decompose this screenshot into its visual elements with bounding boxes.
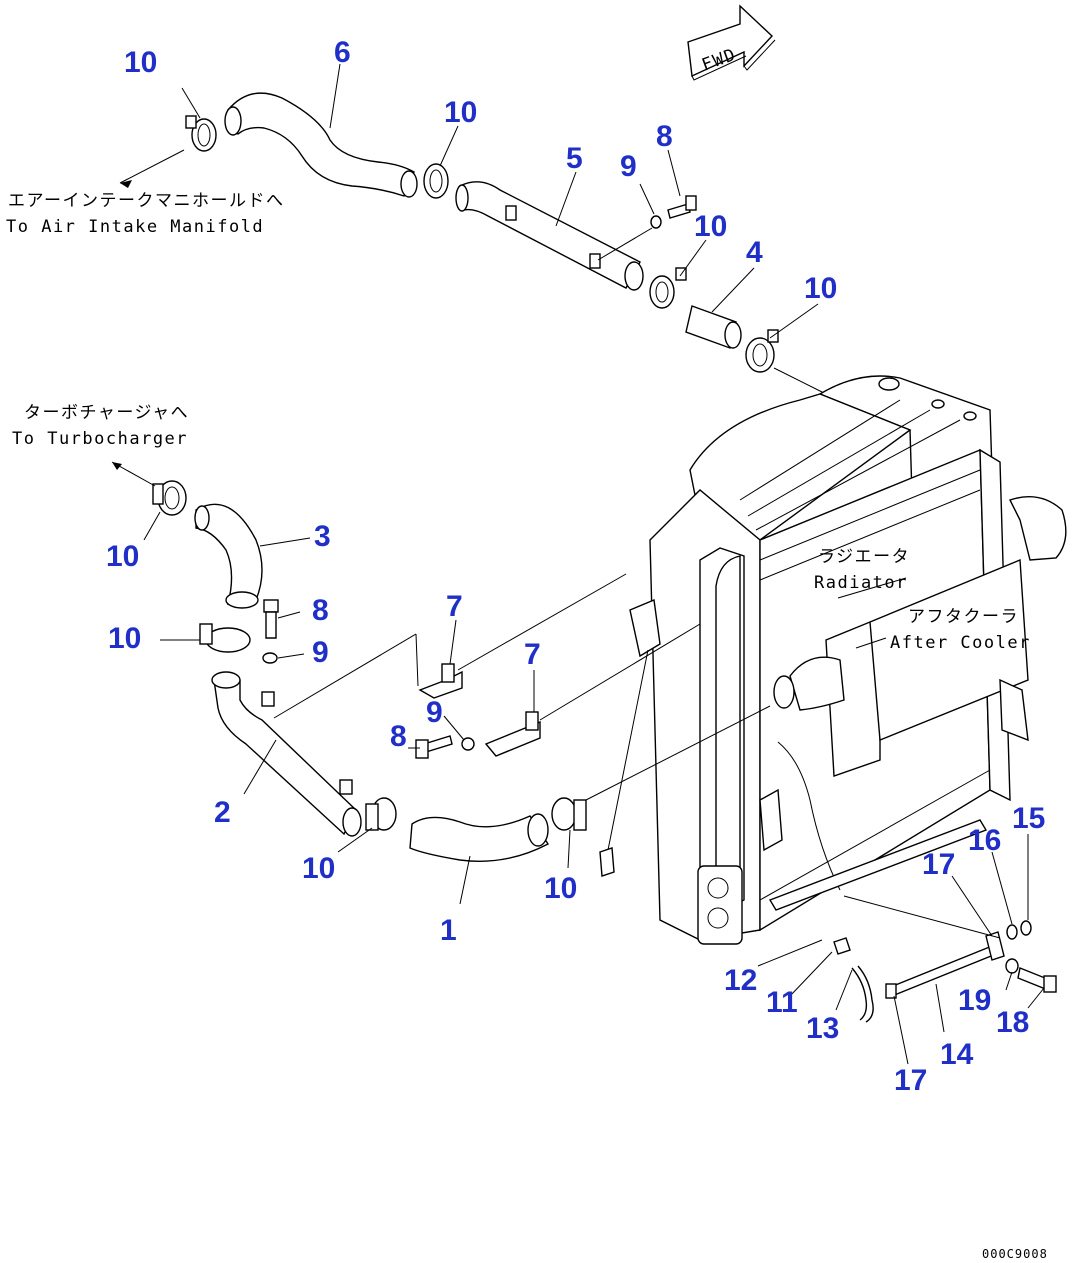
drain-cock xyxy=(1005,920,1057,993)
pipe-2 xyxy=(211,671,362,837)
callout-2: 2 xyxy=(214,796,231,829)
bracket xyxy=(484,711,541,757)
note-radiator-ja: ラジエータ xyxy=(818,547,910,567)
callout-12: 12 xyxy=(724,964,757,997)
washer xyxy=(650,215,662,229)
hose-clamp xyxy=(185,115,217,152)
hose-1 xyxy=(409,813,550,862)
bolt xyxy=(415,735,453,759)
callout-7: 7 xyxy=(524,638,541,671)
callout-17: 17 xyxy=(922,848,955,881)
note-aftercooler-ja: アフタクーラ xyxy=(908,607,1019,627)
hose-4 xyxy=(685,305,742,349)
callout-17: 17 xyxy=(894,1064,927,1097)
bracket xyxy=(418,663,463,699)
callout-10: 10 xyxy=(544,872,577,905)
callout-8: 8 xyxy=(390,720,407,753)
note-aftercooler-en: After Cooler xyxy=(890,633,1031,653)
hose-clamp xyxy=(423,163,449,199)
note-turbo-en: To Turbocharger xyxy=(12,429,188,449)
hose-3 xyxy=(194,503,263,609)
callout-10: 10 xyxy=(124,46,157,79)
drain-hose xyxy=(851,965,874,1023)
bolt xyxy=(667,195,697,219)
radiator-assembly xyxy=(599,375,1067,945)
hose-clamp xyxy=(551,797,587,831)
hose-6 xyxy=(224,92,418,198)
callout-10: 10 xyxy=(108,622,141,655)
callout-10: 10 xyxy=(694,210,727,243)
callout-15: 15 xyxy=(1012,802,1045,835)
drain-plug xyxy=(833,937,851,955)
callout-5: 5 xyxy=(566,142,583,175)
callout-14: 14 xyxy=(940,1038,974,1071)
callout-13: 13 xyxy=(806,1012,839,1045)
callout-11: 11 xyxy=(766,986,798,1019)
pipe-5 xyxy=(455,181,644,291)
callout-7: 7 xyxy=(446,590,463,623)
bolt xyxy=(263,599,279,639)
part-callouts: 10 6 10 5 9 8 10 4 10 3 10 10 8 9 7 7 9 … xyxy=(106,36,1045,1097)
callout-9: 9 xyxy=(312,636,329,669)
callout-8: 8 xyxy=(656,120,673,153)
leader-lines xyxy=(143,63,1045,1065)
callout-9: 9 xyxy=(620,150,637,183)
note-air-intake-en: To Air Intake Manifold xyxy=(6,217,264,237)
note-turbo-ja: ターボチャージャへ xyxy=(24,403,189,423)
callout-9: 9 xyxy=(426,696,443,729)
reference-code: 000C9008 xyxy=(982,1247,1048,1261)
callout-16: 16 xyxy=(968,824,1001,857)
callout-10: 10 xyxy=(804,272,837,305)
callout-10: 10 xyxy=(302,852,335,885)
hose-clamp xyxy=(152,480,187,516)
callout-10: 10 xyxy=(106,540,139,573)
callout-4: 4 xyxy=(746,236,763,269)
hose-clamp xyxy=(199,623,251,653)
hose-clamp xyxy=(365,797,397,831)
washer xyxy=(262,652,278,664)
callout-1: 1 xyxy=(440,914,457,947)
drain-pipe-14 xyxy=(885,931,1005,999)
note-radiator-en: Radiator xyxy=(814,573,908,593)
callout-3: 3 xyxy=(314,520,331,553)
callout-6: 6 xyxy=(334,36,351,69)
callout-19: 19 xyxy=(958,984,991,1017)
note-air-intake-ja: エアーインテークマニホールドへ xyxy=(8,191,284,211)
callout-18: 18 xyxy=(996,1006,1029,1039)
callout-10: 10 xyxy=(444,96,477,129)
callout-8: 8 xyxy=(312,594,329,627)
washer xyxy=(461,737,475,751)
